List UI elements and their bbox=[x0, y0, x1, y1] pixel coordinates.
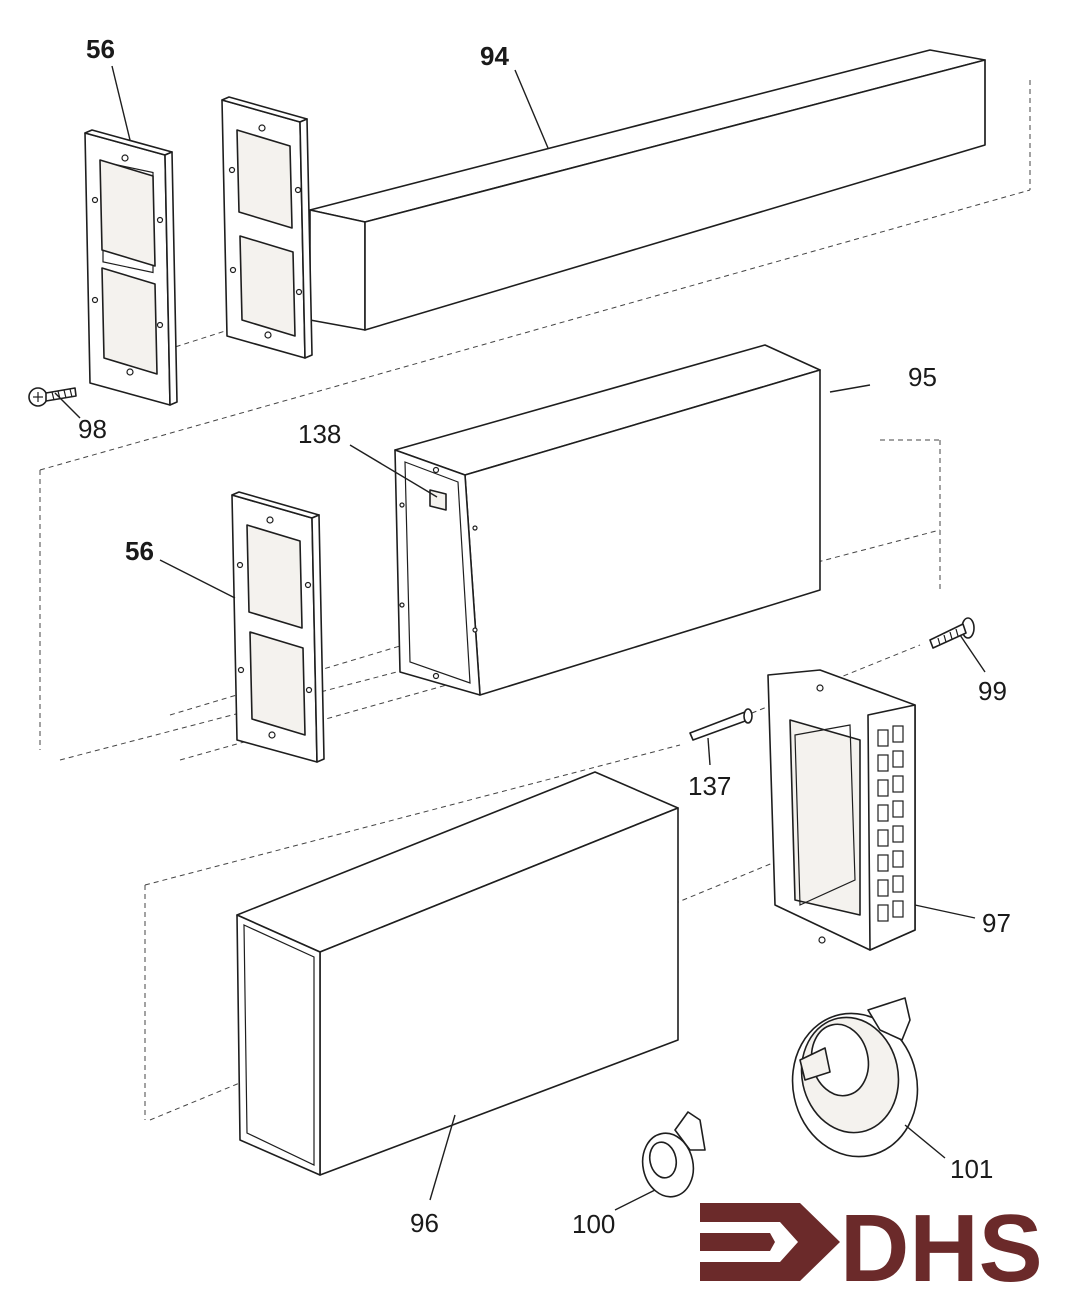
callout-99: 99 bbox=[978, 676, 1007, 706]
dhs-logo: DHS bbox=[700, 1195, 1043, 1300]
callout-97: 97 bbox=[982, 908, 1011, 938]
tape-roll-part-100 bbox=[641, 1111, 706, 1198]
callout-137: 137 bbox=[688, 771, 731, 801]
leader-lines bbox=[54, 65, 986, 1211]
duct-part-94 bbox=[309, 49, 986, 331]
dhs-logo-text: DHS bbox=[840, 1195, 1043, 1300]
dhs-logo-arrow-tail bbox=[700, 1233, 775, 1251]
screw-part-98 bbox=[28, 387, 77, 407]
callout-56-middle: 56 bbox=[125, 536, 154, 566]
duct-part-95 bbox=[394, 344, 821, 696]
vent-grille-slots bbox=[877, 725, 904, 922]
flange-part-56-duct-end bbox=[221, 96, 313, 359]
callout-98: 98 bbox=[78, 414, 107, 444]
tape-roll-part-101 bbox=[791, 997, 919, 1158]
callout-100: 100 bbox=[572, 1209, 615, 1239]
flange-part-56-middle bbox=[231, 491, 325, 763]
vent-part-97 bbox=[767, 669, 916, 951]
callout-101: 101 bbox=[950, 1154, 993, 1184]
callout-95: 95 bbox=[908, 362, 937, 392]
dhs-logo-arrow-mark bbox=[700, 1203, 840, 1281]
pin-part-137 bbox=[689, 708, 753, 741]
callout-labels: 56 94 98 95 138 56 99 137 97 96 100 101 bbox=[78, 34, 1011, 1239]
callout-138: 138 bbox=[298, 419, 341, 449]
screw-part-99 bbox=[929, 617, 975, 649]
callout-96: 96 bbox=[410, 1208, 439, 1238]
callout-56-top: 56 bbox=[86, 34, 115, 64]
flange-part-56-top bbox=[84, 129, 178, 406]
callout-94: 94 bbox=[480, 41, 509, 71]
duct-part-96 bbox=[236, 771, 679, 1176]
